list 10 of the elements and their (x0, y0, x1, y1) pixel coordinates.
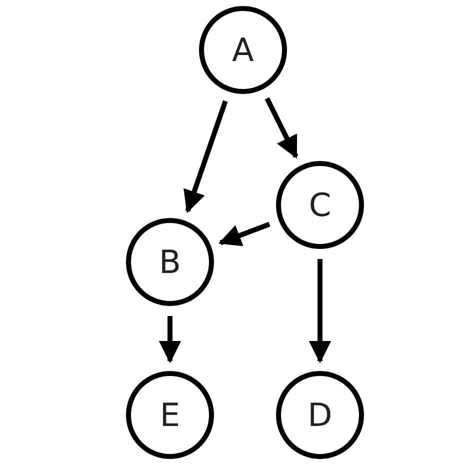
node-label: E (160, 399, 180, 431)
arrow (218, 222, 270, 246)
arrow (158, 316, 182, 364)
arrow (264, 97, 298, 159)
node-label: D (308, 399, 332, 431)
arrow (308, 259, 332, 364)
arrow (184, 100, 228, 214)
node-label: C (308, 189, 332, 221)
node-label: A (232, 34, 254, 66)
node-label: B (159, 246, 181, 278)
